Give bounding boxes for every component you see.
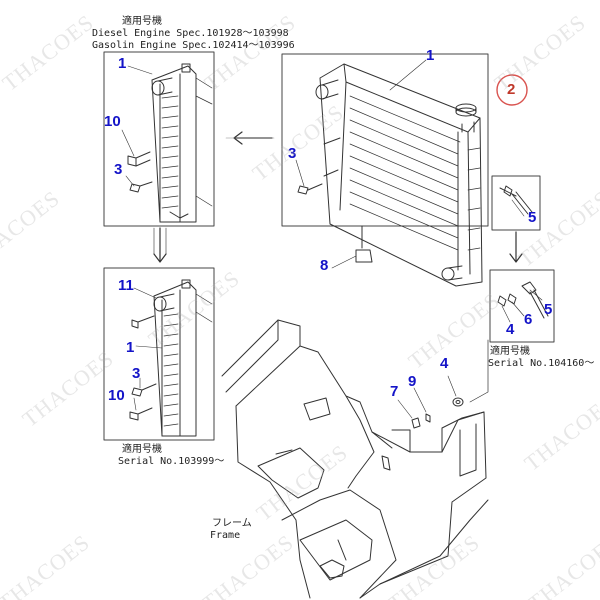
callout-bl-1: 1 (126, 339, 135, 356)
caption-bottom-left-title: 適用号機 (122, 444, 162, 455)
caption-top-left-line2: Gasolin Engine Spec.102414～103996 (92, 40, 295, 51)
callout-tl-1: 1 (118, 55, 127, 72)
callout-right-5b: 5 (544, 301, 553, 318)
callout-main-2: 2 (507, 81, 516, 98)
callout-frame-4: 4 (440, 355, 449, 372)
inset-bottom-left (103, 267, 215, 441)
caption-right-title: 適用号機 (490, 346, 530, 357)
callout-main-3: 3 (288, 145, 297, 162)
callout-tl-10: 10 (104, 113, 121, 130)
frame-drawing (221, 319, 489, 599)
callout-right-6: 6 (524, 311, 533, 328)
callout-bl-11: 11 (118, 277, 134, 294)
callout-right-4a: 4 (506, 321, 515, 338)
callout-bl-10: 10 (108, 387, 125, 404)
leader-lines (121, 59, 543, 419)
callout-main-1: 1 (426, 47, 435, 64)
caption-bottom-left-serial: Serial No.103999～ (118, 456, 225, 467)
inset-top-left (103, 51, 215, 227)
main-radiator-view (281, 53, 489, 287)
caption-top-left-title: 適用号機 (122, 16, 162, 27)
callout-main-8: 8 (320, 257, 329, 274)
caption-top-left-line1: Diesel Engine Spec.101928～103998 (92, 28, 289, 39)
callout-bl-3: 3 (132, 365, 141, 382)
callout-right-5a: 5 (528, 209, 537, 226)
caption-frame-jp: フレーム (212, 518, 252, 529)
inset-right (469, 175, 555, 403)
inset-arrows (153, 131, 523, 263)
highlight-ring (496, 74, 528, 106)
callout-tl-3: 3 (114, 161, 123, 178)
callout-frame-7: 7 (390, 383, 399, 400)
caption-right-serial: Serial No.104160～ (488, 358, 595, 369)
callout-frame-9: 9 (408, 373, 417, 390)
caption-frame-en: Frame (210, 530, 241, 541)
